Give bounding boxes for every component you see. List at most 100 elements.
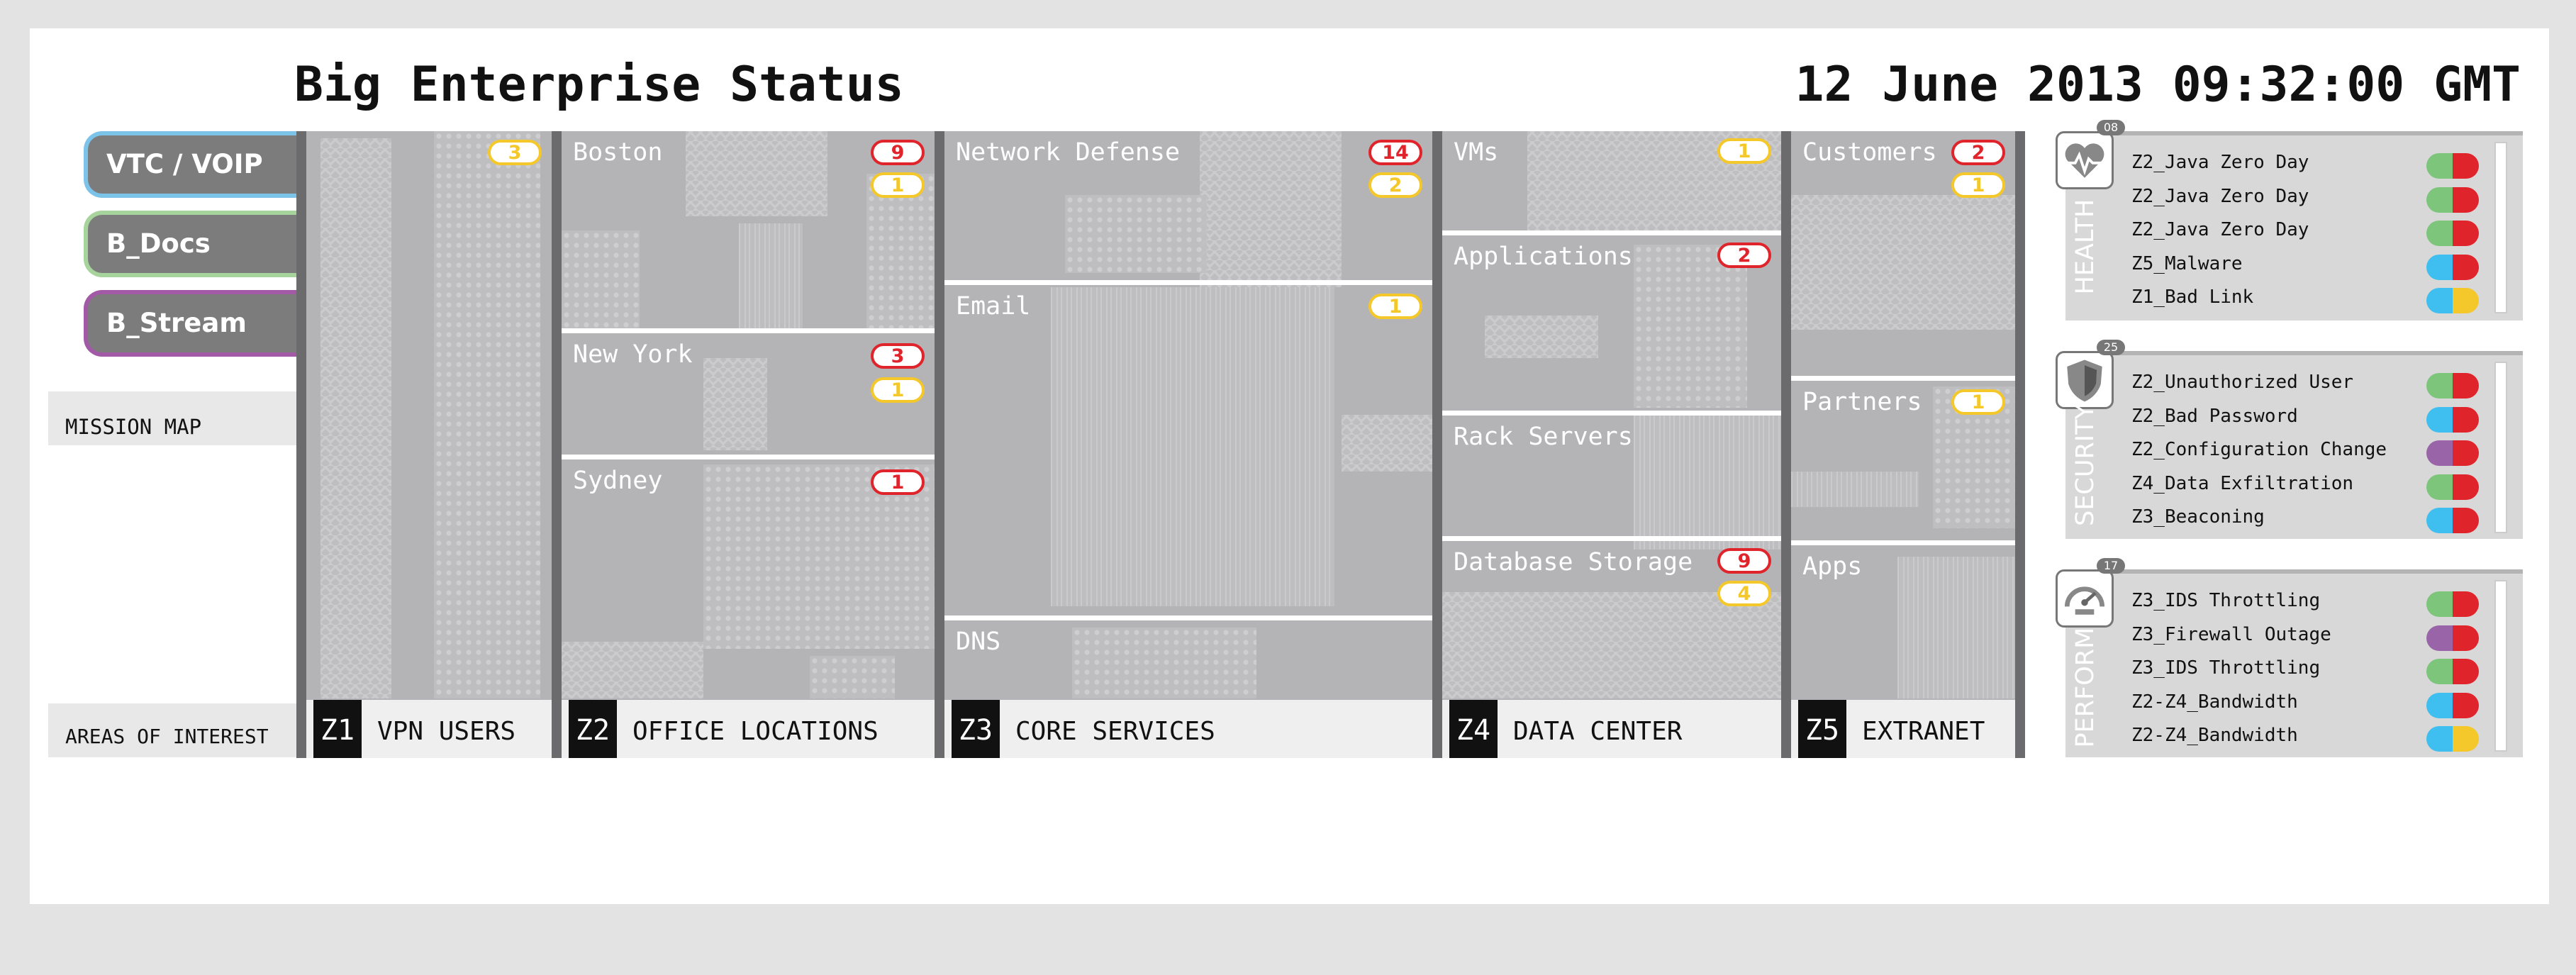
- alert-item[interactable]: Z2-Z4_Bandwidth: [2131, 686, 2479, 720]
- alert-item[interactable]: Z3_IDS Throttling: [2131, 652, 2479, 686]
- zone-section-partners[interactable]: Partners 1: [1791, 376, 2015, 540]
- shield-icon: [2056, 351, 2114, 409]
- zone-section-vms[interactable]: VMs 1: [1442, 131, 1781, 230]
- alert-count-badge[interactable]: 9: [871, 140, 925, 165]
- zone-z4[interactable]: VMs 1 Applications 2 Rack Servers Databa…: [1432, 131, 1781, 758]
- alert-item[interactable]: Z1_Bad Link: [2131, 281, 2479, 315]
- zone-footer: Z3 CORE SERVICES: [944, 700, 1432, 758]
- alert-count-badge[interactable]: 3: [871, 343, 925, 369]
- alert-item[interactable]: Z3_IDS Throttling: [2131, 584, 2479, 618]
- zone-section-email[interactable]: Email 1: [944, 280, 1432, 615]
- zone-z1[interactable]: 3 Z1 VPN USERS: [296, 131, 552, 758]
- date-time: 12 June 2013 09:32:00 GMT: [1795, 57, 2521, 113]
- section-label: Applications: [1454, 243, 1633, 271]
- zone-section-network-defense[interactable]: Network Defense 14 2: [944, 131, 1432, 280]
- zone-footer: Z5 EXTRANET: [1791, 700, 2015, 758]
- alert-item[interactable]: Z2-Z4_Bandwidth: [2131, 719, 2479, 753]
- section-label: Sydney: [573, 467, 663, 495]
- zone-id: Z4: [1449, 700, 1498, 758]
- zone-footer: Z2 OFFICE LOCATIONS: [562, 700, 935, 758]
- alert-item[interactable]: Z2_Bad Password: [2131, 400, 2479, 434]
- zone-id: Z5: [1798, 700, 1846, 758]
- alert-count-badge[interactable]: 2: [1368, 172, 1422, 198]
- section-label: Boston: [573, 138, 663, 167]
- mission-button-b-docs[interactable]: B_Docs: [84, 211, 296, 277]
- speedometer-icon: [2056, 569, 2114, 628]
- alert-item[interactable]: Z3_Beaconing: [2131, 501, 2479, 535]
- section-label: Email: [956, 292, 1031, 321]
- mission-button-b-stream[interactable]: B_Stream: [84, 290, 296, 357]
- scrollbar[interactable]: [2494, 142, 2507, 313]
- alert-item[interactable]: Z5_Malware: [2131, 247, 2479, 282]
- alert-item[interactable]: Z2_Unauthorized User: [2131, 366, 2479, 400]
- section-label: DNS: [956, 628, 1001, 656]
- performance-panel[interactable]: 17 PERFORM. Z3_IDS Throttling Z3_Firewal…: [2056, 558, 2523, 757]
- section-label: Network Defense: [956, 138, 1181, 167]
- alert-count-badge[interactable]: 1: [1951, 172, 2005, 198]
- alert-count-badge[interactable]: 2: [1717, 243, 1771, 268]
- section-label: Rack Servers: [1454, 423, 1633, 451]
- panel-count-badge: 17: [2097, 558, 2125, 574]
- zone-section-applications[interactable]: Applications 2: [1442, 230, 1781, 411]
- zone-id: Z2: [569, 700, 617, 758]
- zone-name: DATA CENTER: [1513, 717, 1683, 746]
- areas-of-interest-label: AREAS OF INTEREST: [48, 703, 296, 757]
- scrollbar[interactable]: [2494, 362, 2507, 533]
- zone-name: CORE SERVICES: [1015, 717, 1215, 746]
- zone-id: Z3: [952, 700, 1000, 758]
- status-pill: [2426, 692, 2479, 718]
- alert-list: Z2_Java Zero Day Z2_Java Zero Day Z2_Jav…: [2131, 146, 2479, 315]
- alert-count-badge[interactable]: 1: [871, 469, 925, 495]
- alert-count-badge[interactable]: 2: [1951, 140, 2005, 165]
- status-pill: [2426, 186, 2479, 213]
- alert-item[interactable]: Z2_Java Zero Day: [2131, 180, 2479, 214]
- alert-count-badge[interactable]: 3: [488, 140, 542, 165]
- status-pill: [2426, 221, 2479, 246]
- zone-section-new-york[interactable]: New York 3 1: [562, 328, 935, 455]
- alert-item[interactable]: Z2_Configuration Change: [2131, 433, 2479, 467]
- zone-section-database-storage[interactable]: Database Storage 9 4: [1442, 536, 1781, 700]
- scrollbar[interactable]: [2494, 580, 2507, 752]
- security-panel[interactable]: 25 SECURITY Z2_Unauthorized User Z2_Bad …: [2056, 340, 2523, 539]
- alert-count-badge[interactable]: 9: [1717, 548, 1771, 574]
- section-label: VMs: [1454, 138, 1499, 167]
- zone-section-customers[interactable]: Customers 2 1: [1791, 131, 2015, 376]
- alert-item[interactable]: Z2_Java Zero Day: [2131, 213, 2479, 247]
- zone-z2[interactable]: Boston 9 1 New York 3 1 Sydney 1 Z2 OFFI…: [552, 131, 935, 758]
- alert-count-badge[interactable]: 1: [1951, 389, 2005, 415]
- status-pill: [2426, 591, 2479, 617]
- zone-footer: Z1 VPN USERS: [306, 700, 552, 758]
- zone-section-dns[interactable]: DNS: [944, 615, 1432, 700]
- health-panel[interactable]: 08 HEALTH Z2_Java Zero Day Z2_Java Zero …: [2056, 120, 2523, 321]
- alert-count-badge[interactable]: 1: [871, 377, 925, 403]
- mission-button-vtc-voip[interactable]: VTC / VOIP: [84, 131, 296, 198]
- zone-section-apps[interactable]: Apps: [1791, 540, 2015, 700]
- status-pill: [2426, 474, 2479, 500]
- section-label: Partners: [1802, 388, 1922, 416]
- alert-count-badge[interactable]: 4: [1717, 581, 1771, 606]
- zone-z5[interactable]: Customers 2 1 Partners 1 Apps Z5 EXTRANE…: [1781, 131, 2025, 758]
- mission-map-label: MISSION MAP: [48, 391, 296, 445]
- zone-section-sydney[interactable]: Sydney 1: [562, 455, 935, 700]
- zone-section[interactable]: 3: [306, 131, 552, 700]
- alert-count-badge[interactable]: 14: [1368, 140, 1422, 165]
- alert-list: Z3_IDS Throttling Z3_Firewall Outage Z3_…: [2131, 584, 2479, 753]
- zone-name: OFFICE LOCATIONS: [632, 717, 879, 746]
- status-pill: [2426, 373, 2479, 399]
- alert-item[interactable]: Z4_Data Exfiltration: [2131, 467, 2479, 501]
- alert-item[interactable]: Z3_Firewall Outage: [2131, 618, 2479, 652]
- alert-count-badge[interactable]: 1: [871, 172, 925, 198]
- alert-item[interactable]: Z2_Java Zero Day: [2131, 146, 2479, 180]
- alert-count-badge[interactable]: 1: [1717, 138, 1771, 164]
- panel-title: SECURITY: [2071, 404, 2100, 526]
- status-pill: [2426, 659, 2479, 684]
- alert-count-badge[interactable]: 1: [1368, 294, 1422, 319]
- panel-title: HEALTH: [2071, 199, 2100, 295]
- zone-section-boston[interactable]: Boston 9 1: [562, 131, 935, 328]
- zone-section-rack-servers[interactable]: Rack Servers: [1442, 411, 1781, 536]
- page-title: Big Enterprise Status: [294, 57, 904, 113]
- zone-z3[interactable]: Network Defense 14 2 Email 1 DNS Z3 CORE…: [935, 131, 1432, 758]
- zone-name: EXTRANET: [1862, 717, 1985, 746]
- section-label: New York: [573, 340, 693, 369]
- alert-list: Z2_Unauthorized User Z2_Bad Password Z2_…: [2131, 366, 2479, 535]
